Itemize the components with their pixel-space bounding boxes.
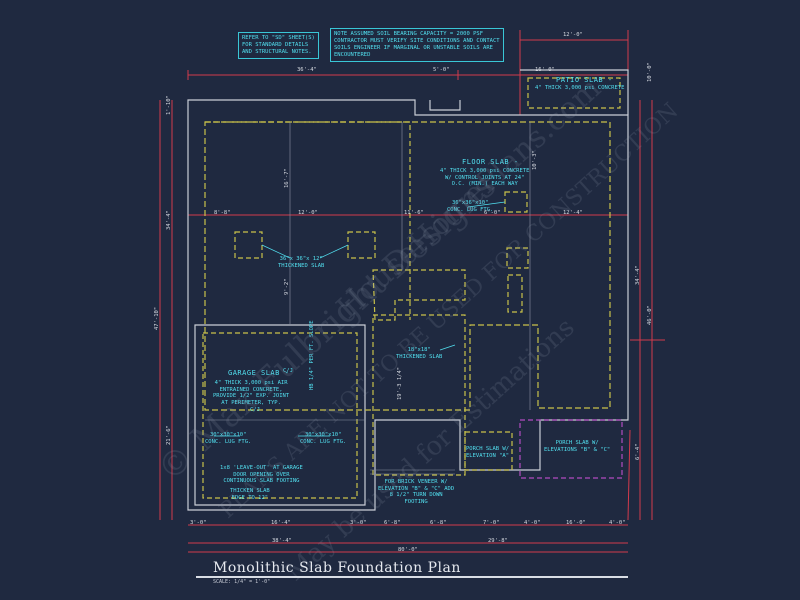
dim-bot-g: 4'-0" (524, 520, 541, 526)
dim-bot-a: 3'-0" (190, 520, 207, 526)
plan-scale: SCALE: 1/4" = 1'-0" (213, 579, 271, 585)
dim-total-right: 29'-8" (488, 538, 508, 544)
dim-top-mid: 5'-0" (433, 67, 450, 73)
dim-right-b: 10'-0" (647, 62, 653, 82)
dim-bot-i: 4'-0" (609, 520, 626, 526)
dim-bot-e: 6'-8" (430, 520, 447, 526)
porch-slab-a: PORCH SLAB W/ ELEVATION "A" (466, 446, 510, 459)
dim-row-a: 8'-8" (214, 210, 231, 216)
dim-top-right-a: 16'-0" (535, 67, 555, 73)
dim-left-c: 1'-10" (166, 95, 172, 115)
control-joint-a: C/J (283, 368, 293, 374)
dim-bot-h: 16'-0" (566, 520, 586, 526)
lug-footing-left: 30"x30"x10" CONC. LUG FTG. (205, 432, 252, 445)
control-joint-b: C/J (250, 407, 260, 413)
dim-row-b: 12'-0" (298, 210, 318, 216)
dim-bot-c: 3'-0" (350, 520, 367, 526)
leave-out-note: 1x8 'LEAVE-OUT' AT GARAGE DOOR OPENING O… (220, 465, 303, 484)
dimension-lines (159, 30, 665, 553)
porch-slab-bc: PORCH SLAB W/ ELEVATIONS "B" & "C" (544, 440, 611, 453)
dim-right-c: 6'-4" (635, 443, 641, 460)
interior-lines (205, 122, 531, 475)
garage-slab-spec: 4" THICK 3,000 psi AIR ENTRAINED CONCRET… (213, 380, 290, 406)
soil-note: NOTE ASSUMED SOIL BEARING CAPACITY = 200… (330, 28, 504, 62)
brick-veneer-note: FOR BRICK VENEER W/ ELEVATION "B" & "C" … (378, 479, 455, 505)
dim-left-total: 47'-10" (154, 306, 160, 330)
refer-note: REFER TO "SD" SHEET(S) FOR STANDARD DETA… (238, 32, 319, 59)
floor-slab-label: FLOOR SLAB - (462, 158, 519, 166)
lug-footing-top: 36"x36"x10" CONC. LUG FTG. (447, 200, 494, 213)
dim-bot-b: 16'-4" (271, 520, 291, 526)
patio-slab-spec: 4" THICK 3,000 psi CONCRETE (535, 85, 625, 91)
dim-row-c: 11'-6" (404, 210, 424, 216)
leader-lines (214, 201, 506, 437)
dim-total-left: 38'-4" (272, 538, 292, 544)
dim-top-right-b: 12'-0" (563, 32, 583, 38)
dim-row-d: 6'-0" (484, 210, 501, 216)
dim-inner-b: 9'-2" (284, 278, 290, 295)
slab-outlines (202, 77, 623, 499)
dim-right-a: 34'-4" (635, 265, 641, 285)
dim-bot-f: 7'-0" (483, 520, 500, 526)
dim-total: 80'-0" (398, 547, 418, 553)
dim-inner-a: 16'-7" (284, 168, 290, 188)
dim-bot-d: 6'-8" (384, 520, 401, 526)
thicken-edge-note: THICKEN SLAB EDGE TO 12" (230, 488, 270, 501)
floor-slab-spec: 4" THICK 3,000 psi CONCRETE W/ CONTROL J… (440, 168, 530, 187)
thickened-slab-center: 18"x18" THICKENED SLAB (396, 347, 443, 360)
garage-slab-label: GARAGE SLAB - (228, 369, 290, 377)
dim-row-e: 12'-4" (563, 210, 583, 216)
plan-title: Monolithic Slab Foundation Plan (213, 560, 461, 576)
thickened-slab-left: 36"x 36"x 12" THICKENED SLAB (278, 256, 325, 269)
dim-left-a: 34'-4" (166, 210, 172, 230)
lug-footing-right: 30"x30"x10" CONC. LUG FTG. (300, 432, 347, 445)
dim-top-left: 36'-4" (297, 67, 317, 73)
dim-right-total: 46'-0" (647, 305, 653, 325)
building-outline (187, 69, 629, 511)
title-rule (196, 576, 628, 578)
patio-slab-label: PATIO SLAB - (556, 76, 613, 84)
